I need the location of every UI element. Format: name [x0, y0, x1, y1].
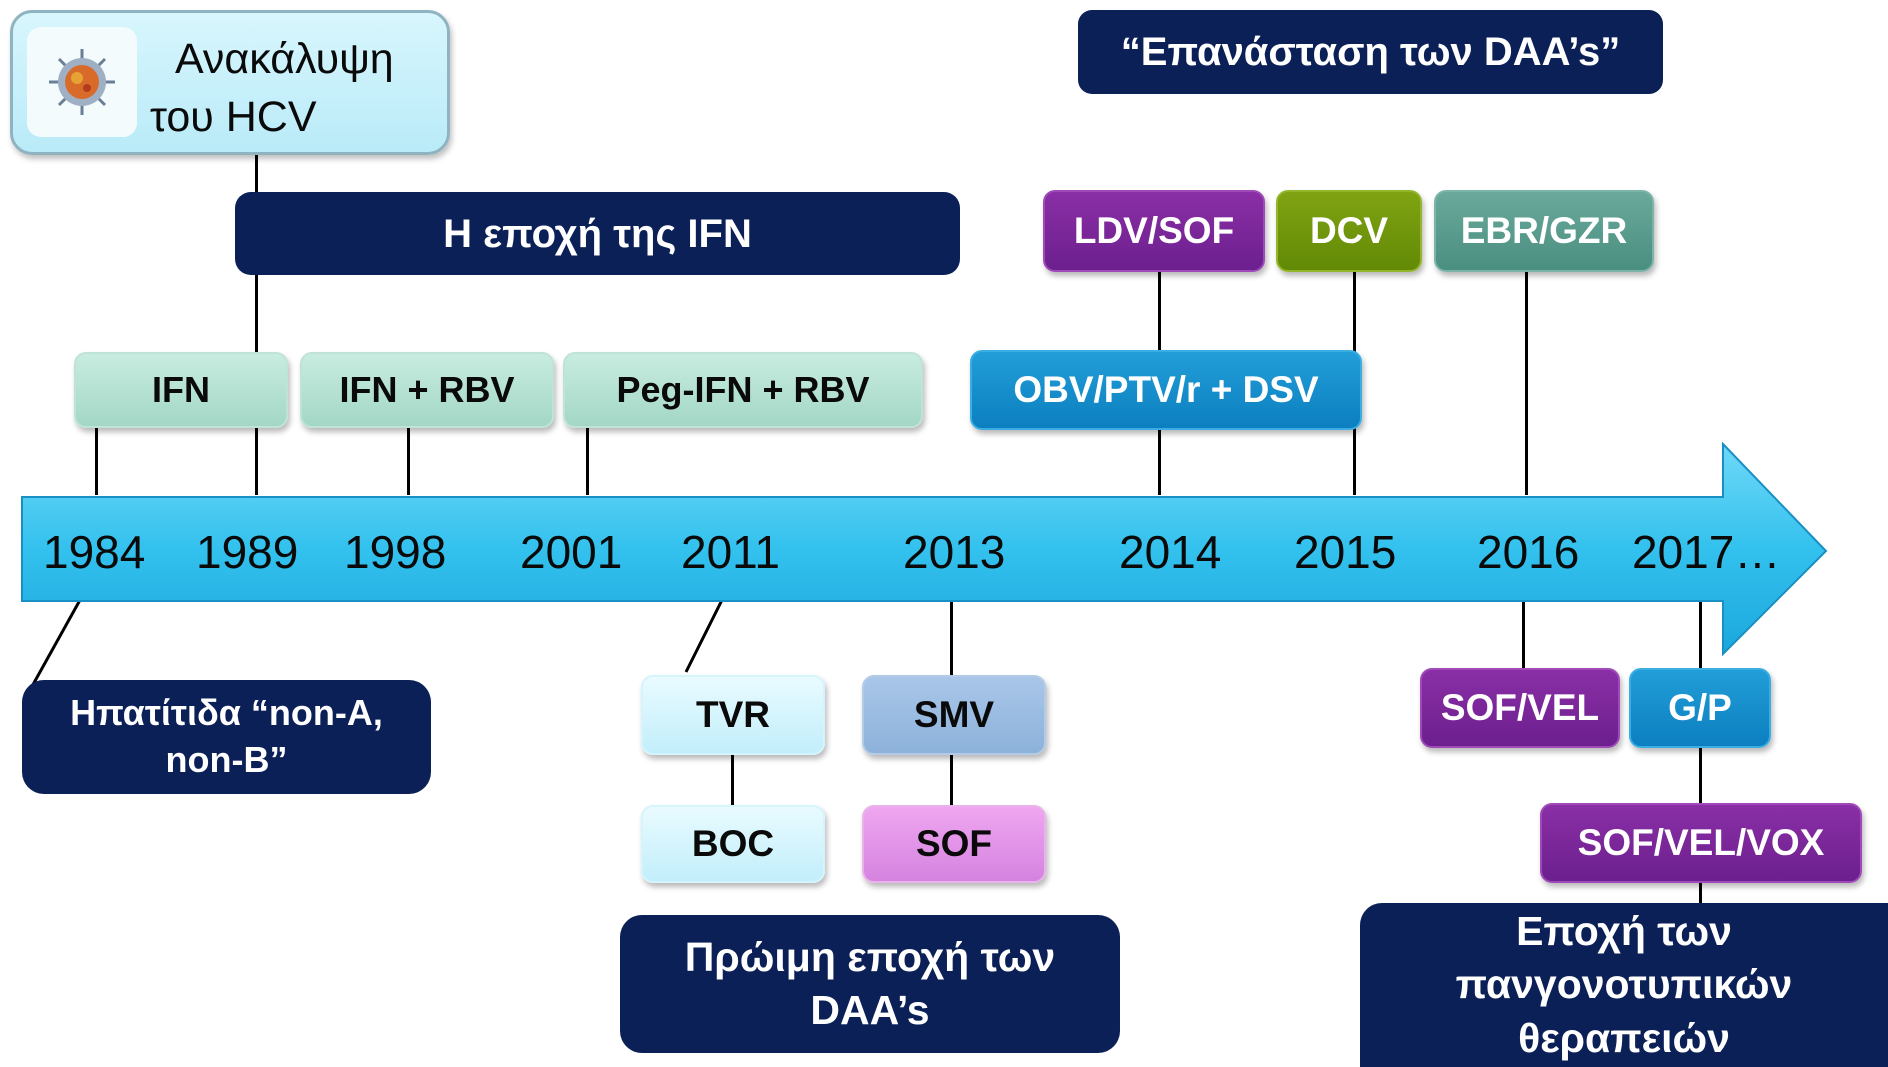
ldv-sof-pill: LDV/SOF — [1043, 190, 1265, 272]
virus-icon — [49, 49, 115, 115]
year-label: 1989 — [196, 526, 299, 578]
tvr-pill: TVR — [641, 675, 825, 755]
year-label: 2017… — [1632, 526, 1781, 578]
year-label: 2001 — [520, 526, 623, 578]
ebr-gzr-pill: EBR/GZR — [1434, 190, 1654, 272]
year-label: 2015 — [1294, 526, 1397, 578]
year-label: 1984 — [43, 526, 146, 578]
daa-revolution-banner: “Επανάσταση των DAA’s” — [1078, 10, 1663, 94]
connector-line — [950, 755, 953, 805]
ifn-rbv-pill: IFN + RBV — [300, 352, 554, 428]
connector-line — [950, 600, 953, 675]
virus-image-frame — [27, 27, 137, 137]
year-label: 2014 — [1119, 526, 1222, 578]
year-label: 2013 — [903, 526, 1006, 578]
connector-line — [731, 755, 734, 805]
hcv-discovery-line2: του HCV — [150, 93, 317, 141]
early-daa-era-banner: Πρώιμη εποχή των DAA’s — [620, 915, 1120, 1053]
connector-line — [255, 155, 258, 495]
hcv-discovery-line1: Ανακάλυψη — [175, 35, 394, 83]
year-label: 2016 — [1477, 526, 1580, 578]
smv-pill: SMV — [862, 675, 1046, 755]
connector-line — [95, 428, 98, 495]
sof-pill: SOF — [862, 805, 1046, 883]
timeline-arrow — [21, 441, 1828, 657]
connector-line — [1699, 600, 1702, 905]
sof-vel-vox-pill: SOF/VEL/VOX — [1540, 803, 1862, 883]
connector-line — [1525, 270, 1528, 495]
connector-line — [586, 428, 589, 495]
connector-line — [407, 428, 410, 495]
ifn-pill: IFN — [74, 352, 288, 428]
peg-ifn-rbv-pill: Peg-IFN + RBV — [563, 352, 923, 428]
non-ab-hepatitis-banner: Ηπατίτιδα “non-A, non-B” — [22, 680, 431, 794]
year-label: 2011 — [681, 526, 780, 578]
sof-vel-pill: SOF/VEL — [1420, 668, 1620, 748]
obv-ptv-dsv-pill: OBV/PTV/r + DSV — [970, 350, 1362, 430]
pangenotypic-era-banner: Εποχή των πανγονοτυπικών θεραπειών — [1360, 903, 1888, 1067]
boc-pill: BOC — [641, 805, 825, 883]
ifn-era-banner: Η εποχή της IFN — [235, 192, 960, 275]
dcv-pill: DCV — [1276, 190, 1422, 272]
gp-pill: G/P — [1629, 668, 1771, 748]
year-label: 1998 — [344, 526, 447, 578]
connector-line — [1522, 600, 1525, 670]
hcv-discovery-box: Ανακάλυψη του HCV — [10, 10, 450, 155]
